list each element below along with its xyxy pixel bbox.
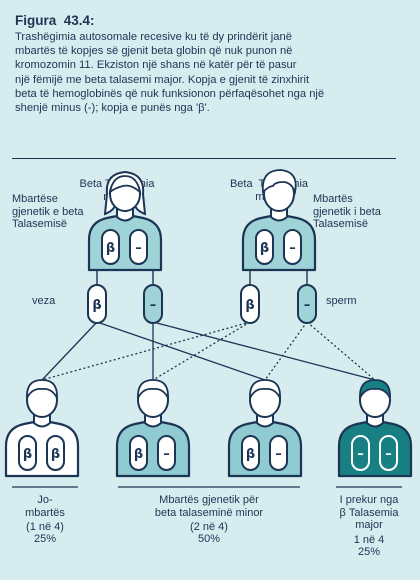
father-gene-2: –	[289, 241, 296, 256]
divider-line	[12, 158, 396, 159]
mother-gene-2: –	[135, 241, 142, 256]
child1-gene-2: β	[51, 447, 60, 462]
outcome-affected-percent: 25%	[357, 546, 381, 558]
child-carrier-2: β –	[227, 379, 303, 478]
mother-role-label: Mbartëse gjenetik e beta Talasemisë	[12, 193, 84, 230]
outcome-affected-label: I prekur nga β Talasemia major	[339, 494, 399, 531]
sperm-child-lines	[41, 321, 376, 381]
outcome-carrier-label: Mbartës gjenetik për beta talaseminë min…	[154, 494, 264, 519]
father-figure: β –	[241, 169, 317, 272]
father-role-label: Mbartës gjenetik i beta Talasemisë	[313, 193, 381, 230]
child-non-carrier: β β	[4, 379, 80, 478]
father-gene-pill-1	[255, 229, 274, 265]
parent-gamete-lines	[96, 268, 308, 290]
mother-figure: β –	[87, 170, 163, 272]
figure-title: Figura 43.4:	[15, 13, 95, 28]
gamete-child-lines	[41, 321, 376, 381]
mother-gene-pill-1	[101, 229, 120, 265]
egg-gene-1: β	[92, 298, 101, 313]
egg-label: veza	[32, 295, 56, 307]
outcome-carrier-ratio: (2 në 4)	[190, 521, 228, 533]
mother-gene-1: β	[106, 241, 115, 256]
child2-gene-2: –	[163, 447, 170, 462]
outcome-non-carrier-label: Jo- mbartës	[25, 494, 65, 519]
child3-gene-1: β	[246, 447, 255, 462]
egg-gamete-minus: –	[143, 284, 163, 324]
sperm-label: sperm	[326, 295, 357, 307]
sperm-gamete-minus: –	[297, 284, 317, 324]
mother-gene-pill-2	[129, 229, 148, 265]
child4-gene-1: –	[357, 447, 364, 462]
egg-gene-2: –	[150, 298, 157, 313]
child3-gene-2: –	[275, 447, 282, 462]
father-gene-1: β	[260, 241, 269, 256]
egg-gamete-beta: β	[87, 284, 107, 324]
figure-caption: Trashëgimia autosomale recesive ku të dy…	[15, 31, 325, 115]
outcome-affected-ratio: 1 në 4	[353, 534, 385, 546]
outcome-carrier-percent: 50%	[197, 533, 221, 545]
sperm-gamete-beta: β	[240, 284, 260, 324]
child-affected: – –	[337, 379, 413, 478]
father-gene-pill-2	[283, 229, 302, 265]
child1-gene-1: β	[23, 447, 32, 462]
outcome-non-carrier-ratio: (1 në 4)	[26, 521, 64, 533]
child-carrier-1: β –	[115, 379, 191, 478]
sperm-gene-1: β	[245, 298, 254, 313]
sperm-gene-2: –	[304, 298, 311, 313]
child4-gene-2: –	[385, 447, 392, 462]
outcome-non-carrier-percent: 25%	[33, 533, 57, 545]
child2-gene-1: β	[134, 447, 143, 462]
